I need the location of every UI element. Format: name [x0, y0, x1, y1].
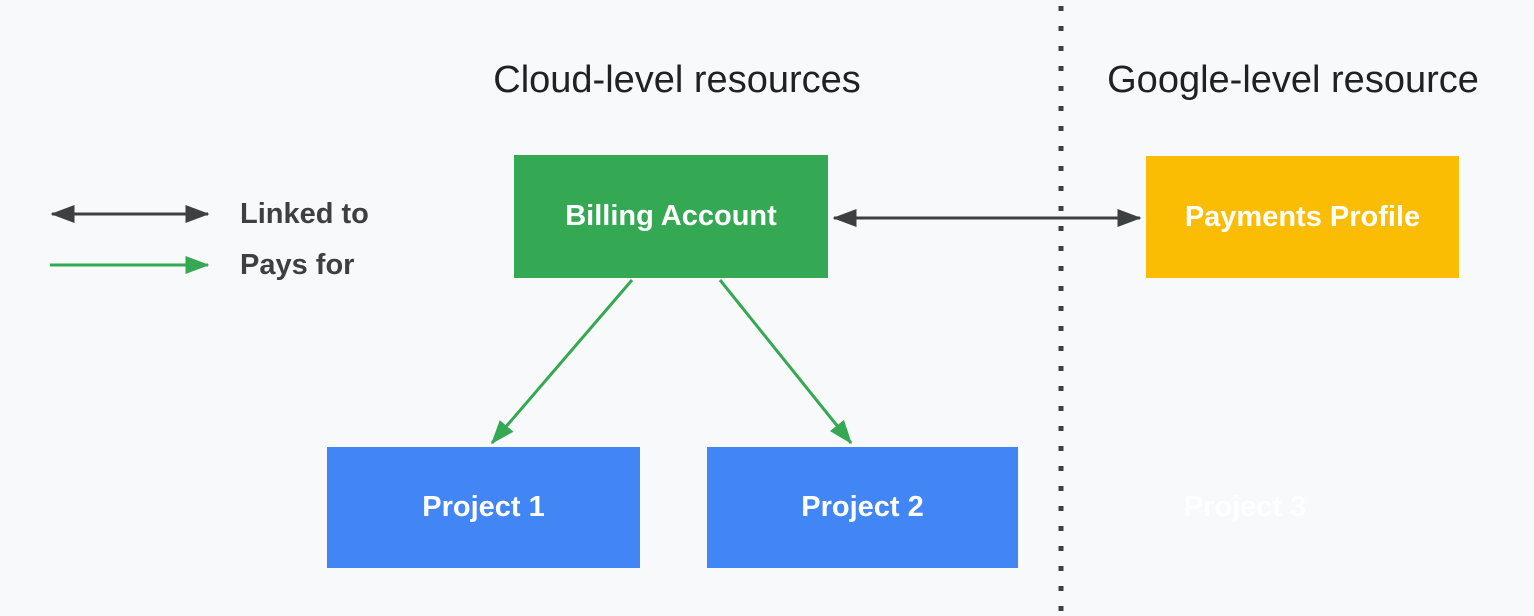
project-3-ghost-label: Project 3	[1183, 491, 1307, 523]
project-3-ghost-node: Project 3	[1090, 447, 1400, 568]
payments-profile-label: Payments Profile	[1184, 200, 1421, 233]
billing-account-label: Billing Account	[565, 200, 777, 232]
payments-profile-node: Payments Profile	[1146, 156, 1459, 278]
section-title-cloud-level: Cloud-level resources	[493, 59, 861, 101]
legend-label-pays-for: Pays for	[240, 249, 355, 281]
project-2-node: Project 2	[707, 447, 1018, 568]
project-1-label: Project 1	[422, 491, 545, 523]
project-1-node: Project 1	[327, 447, 640, 568]
billing-project2-pays-arrow	[718, 279, 853, 445]
billing-project1-pays-arrow	[490, 279, 634, 445]
section-title-google-level: Google-level resource	[1107, 59, 1479, 101]
legend-label-linked-to: Linked to	[240, 198, 369, 230]
billing-account-node: Billing Account	[514, 155, 828, 278]
project-2-label: Project 2	[801, 491, 924, 523]
